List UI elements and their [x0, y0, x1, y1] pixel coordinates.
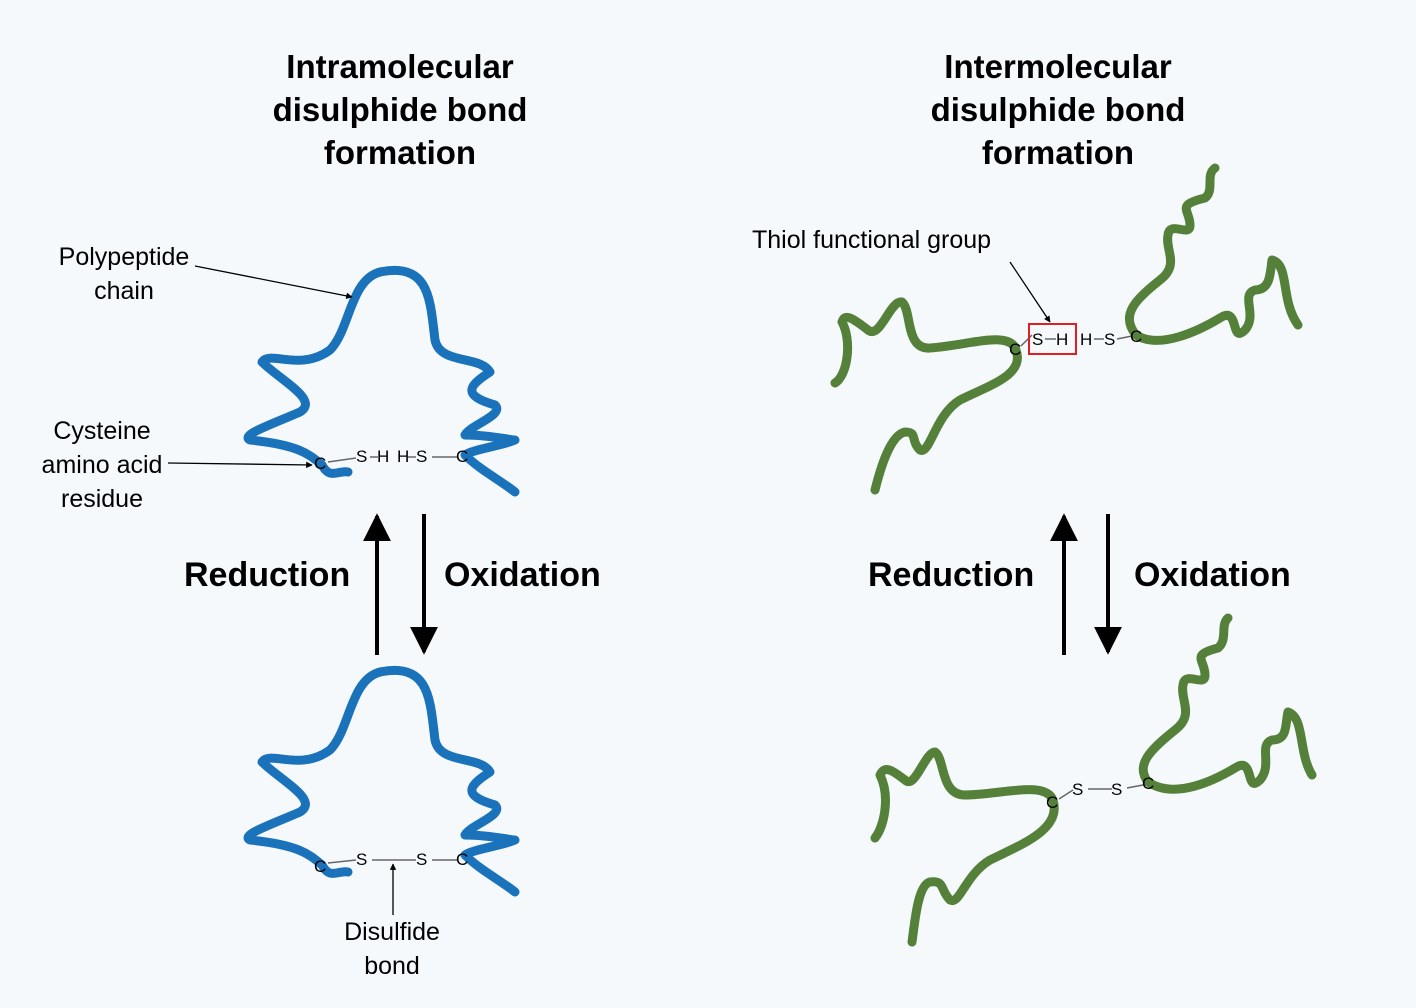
label-line: residue: [61, 485, 143, 513]
title-line: formation: [981, 134, 1135, 171]
polypeptide-pointer-arrow: [194, 265, 353, 300]
atom-h: H: [377, 447, 389, 466]
atom-c: C: [1009, 340, 1021, 359]
cysteine-residue-label: Cysteine amino acid residue: [22, 414, 182, 516]
polypeptide-chain-label: Polypeptide chain: [44, 240, 204, 308]
atom-s: S: [356, 447, 367, 466]
atom-h: H: [1080, 330, 1092, 349]
polypeptide-chain-a-reduced: [830, 297, 1022, 495]
left-bottom-atoms: C S S C: [314, 850, 468, 876]
label-line: Disulfide: [344, 918, 440, 946]
polypeptide-chain-a-oxidized: [870, 747, 1059, 947]
atom-s: S: [416, 850, 427, 869]
right-bottom-bonds: [1058, 784, 1144, 800]
atom-c: C: [314, 857, 326, 876]
label-line: amino acid: [41, 451, 163, 479]
title-line: formation: [323, 134, 477, 171]
polypeptide-chain-b-oxidized: [1138, 613, 1317, 794]
atom-s: S: [1111, 780, 1122, 799]
thiol-highlight-box: [1028, 323, 1077, 355]
right-bottom-atoms: C S S C: [1046, 774, 1154, 812]
left-bottom-bonds: [327, 859, 457, 864]
right-top-atoms: C S H H S C: [1009, 327, 1142, 359]
label-line: Cysteine: [53, 417, 151, 445]
thiol-pointer-arrow: [1009, 261, 1051, 323]
right-top-bonds: [1020, 334, 1133, 347]
atom-h: H: [1056, 330, 1068, 349]
atom-s: S: [356, 850, 367, 869]
thiol-group-label: Thiol functional group: [752, 226, 992, 254]
polypeptide-chain-b-reduced: [1125, 163, 1303, 345]
disulfide-bond-label: Disulfide bond: [312, 915, 472, 983]
atom-s: S: [1032, 330, 1043, 349]
left-top-bonds: [327, 456, 457, 463]
left-oxidation-label: Oxidation: [444, 556, 601, 594]
intramolecular-title: Intramolecular disulphide bond formation: [230, 45, 570, 174]
title-line: Intermolecular: [944, 48, 1172, 85]
cysteine-pointer-arrow: [167, 461, 313, 469]
title-line: Intramolecular: [286, 48, 514, 85]
intermolecular-title: Intermolecular disulphide bond formation: [888, 45, 1228, 174]
atom-c: C: [456, 850, 468, 869]
label-line: chain: [94, 277, 154, 305]
atom-s: S: [416, 447, 427, 466]
atom-h: H: [397, 447, 409, 466]
left-reduction-label: Reduction: [184, 556, 351, 594]
polypeptide-chain-reduced: [243, 265, 520, 497]
atom-c: C: [1046, 793, 1058, 812]
right-oxidation-label: Oxidation: [1134, 556, 1291, 594]
atom-s: S: [1072, 780, 1083, 799]
label-line: bond: [364, 952, 420, 980]
atom-c: C: [314, 454, 326, 473]
atom-c: C: [1130, 327, 1142, 346]
atom-s: S: [1104, 330, 1115, 349]
left-top-atoms: C S H H S C: [314, 447, 468, 473]
right-reduction-label: Reduction: [868, 556, 1035, 594]
atom-c: C: [1142, 774, 1154, 793]
title-line: disulphide bond: [272, 91, 528, 128]
label-line: Polypeptide: [58, 243, 190, 271]
atom-c: C: [456, 447, 468, 466]
polypeptide-chain-oxidized: [243, 665, 520, 897]
title-line: disulphide bond: [930, 91, 1186, 128]
